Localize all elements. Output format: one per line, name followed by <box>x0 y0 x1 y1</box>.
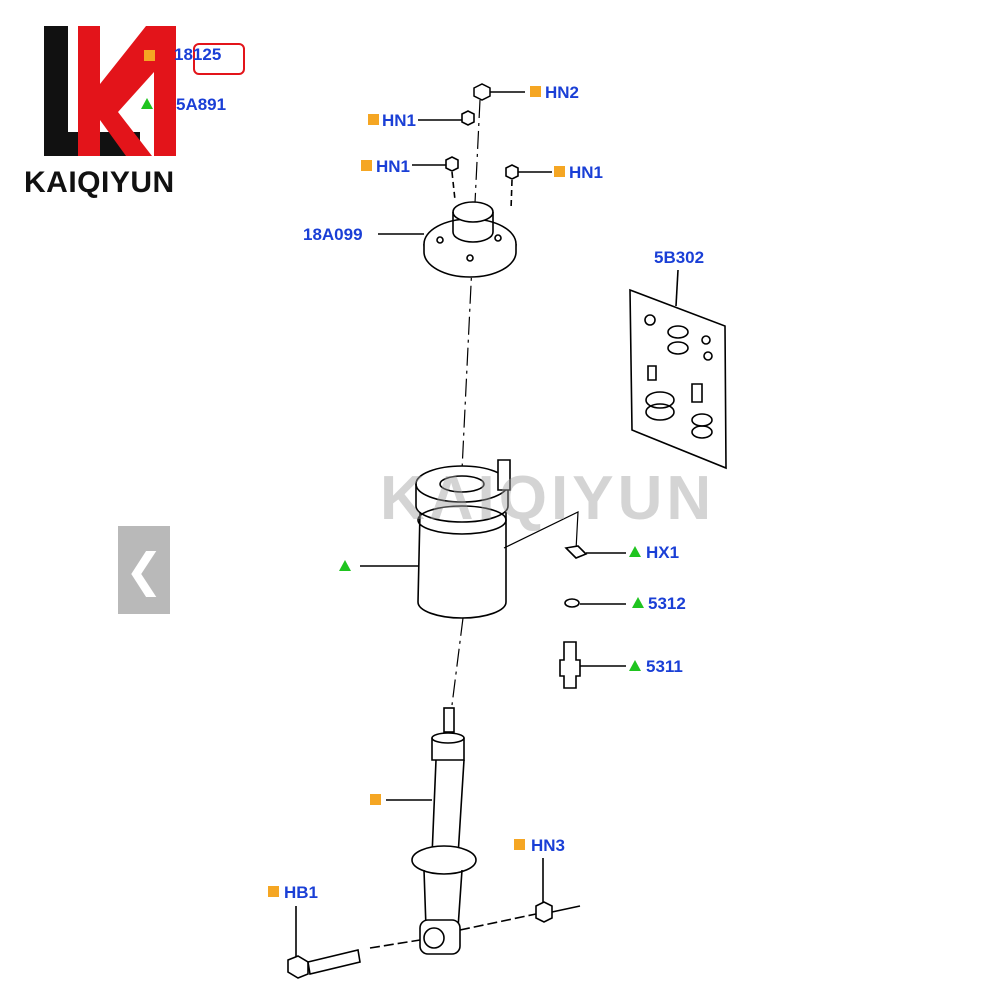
nut-hn1-a <box>418 110 475 126</box>
square-marker <box>368 114 379 125</box>
square-marker <box>370 794 381 805</box>
brand-watermark: KAIQIYUN <box>380 464 716 533</box>
nut-hn3 <box>459 858 581 931</box>
callout-hn2: HN2 <box>545 83 580 102</box>
valve-parts <box>559 545 626 689</box>
callout-18A099: 18A099 <box>303 225 363 244</box>
nut-hn2 <box>473 83 525 101</box>
callout-5311: 5311 <box>646 657 683 676</box>
triangle-marker <box>629 660 641 671</box>
callout-hb1: HB1 <box>284 883 319 902</box>
brand-logo-mark <box>40 22 180 157</box>
callout-5A891: 5A891 <box>176 95 227 114</box>
callout-5312: 5312 <box>648 594 686 613</box>
air-spring <box>360 459 579 619</box>
callout-hn1-b: HN1 <box>376 157 411 176</box>
bolt-hb1 <box>287 906 421 979</box>
previous-image-button[interactable]: ❮ <box>118 526 170 614</box>
callout-hn1-a: HN1 <box>382 111 417 130</box>
triangle-marker <box>632 597 644 608</box>
upper-mount-18A099 <box>378 201 517 278</box>
square-marker <box>530 86 541 97</box>
callout-5B302: 5B302 <box>654 248 705 267</box>
callout-hn1-c: HN1 <box>569 163 604 182</box>
triangle-marker <box>629 546 641 557</box>
callout-hx1: HX1 <box>646 543 680 562</box>
seal-kit-5B302 <box>629 269 727 470</box>
square-marker <box>144 50 155 61</box>
square-marker <box>268 886 279 897</box>
square-marker <box>554 166 565 177</box>
callout-hn3: HN3 <box>531 836 566 855</box>
square-marker <box>361 160 372 171</box>
square-marker <box>514 839 525 850</box>
nut-hn1-c <box>505 164 552 211</box>
callout-18125: 18125 <box>174 45 222 64</box>
triangle-marker <box>141 98 153 109</box>
nut-hn1-b <box>412 156 459 201</box>
triangle-marker <box>339 560 351 571</box>
shock-absorber <box>386 707 477 955</box>
brand-name: KAIQIYUN <box>24 166 175 199</box>
